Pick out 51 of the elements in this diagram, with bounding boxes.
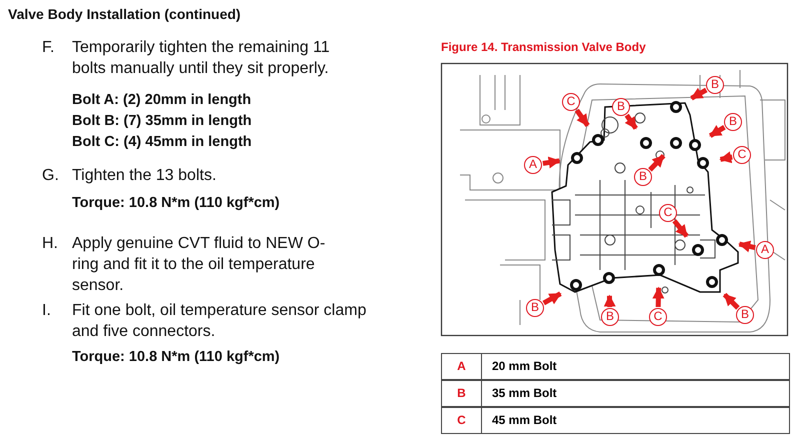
callout-arrow [648, 154, 666, 172]
callout-arrow [624, 114, 638, 130]
callout-letter: A [524, 156, 542, 174]
heading: Valve Body Installation (continued) [8, 6, 241, 22]
instruction-text: Tighten the 13 bolts. [72, 166, 218, 186]
callout-letter: C [649, 308, 667, 326]
callout-letter: B [736, 306, 754, 324]
table-cell: 20 mm Bolt [481, 353, 790, 380]
callout-letter: B [612, 98, 630, 116]
bolt-icon [697, 157, 709, 169]
bolt-icon [571, 152, 583, 164]
callout-arrow [652, 286, 664, 308]
table-cell: C [441, 407, 482, 434]
step-letter: I. [42, 301, 51, 321]
instruction-text: Temporarily tighten the remaining 11 bolts manually until they sit properly. [72, 38, 331, 79]
callout-letter: B [706, 76, 724, 94]
callout-letter: B [601, 308, 619, 326]
callout-arrow [722, 292, 740, 310]
callout-letter: B [526, 299, 544, 317]
bolt-icon [603, 272, 615, 284]
instruction-text: Apply genuine CVT fluid to NEW O-ring and fit it to the oil temperature sensor. [72, 234, 326, 296]
callout-letter: B [724, 113, 742, 131]
callout-arrow [738, 240, 756, 252]
callout-arrow [672, 219, 689, 238]
callout-arrow [542, 292, 562, 306]
table-cell: A [441, 353, 482, 380]
callout-arrow [719, 151, 733, 164]
table-cell: 45 mm Bolt [481, 407, 790, 434]
bolt-icon [592, 134, 604, 146]
spec-text: Bolt A: (2) 20mm in length [72, 91, 252, 110]
callout-letter: A [756, 241, 774, 259]
figure-caption: Figure 14. Transmission Valve Body [441, 40, 646, 54]
callout-arrow [542, 156, 561, 168]
instruction-text: Fit one bolt, oil temperature sensor clamp and five connectors. [72, 301, 368, 342]
spec-text: Bolt C: (4) 45mm in length [72, 133, 252, 152]
table-cell: 35 mm Bolt [481, 380, 790, 407]
callout-letter: C [562, 93, 580, 111]
spec-text: Torque: 10.8 N*m (110 kgf*cm) [72, 348, 280, 367]
callout-letter: C [733, 146, 751, 164]
callout-arrow [690, 88, 708, 100]
callout-arrow [708, 125, 726, 138]
bolt-icon [689, 139, 701, 151]
spec-text: Bolt B: (7) 35mm in length [72, 112, 252, 131]
step-letter: F. [42, 38, 54, 58]
step-letter: H. [42, 234, 58, 254]
bolt-icon [670, 101, 682, 113]
callout-arrow [604, 294, 616, 308]
spec-text: Torque: 10.8 N*m (110 kgf*cm) [72, 194, 280, 213]
step-letter: G. [42, 166, 59, 186]
table-cell: B [441, 380, 482, 407]
callout-arrow [574, 108, 590, 127]
